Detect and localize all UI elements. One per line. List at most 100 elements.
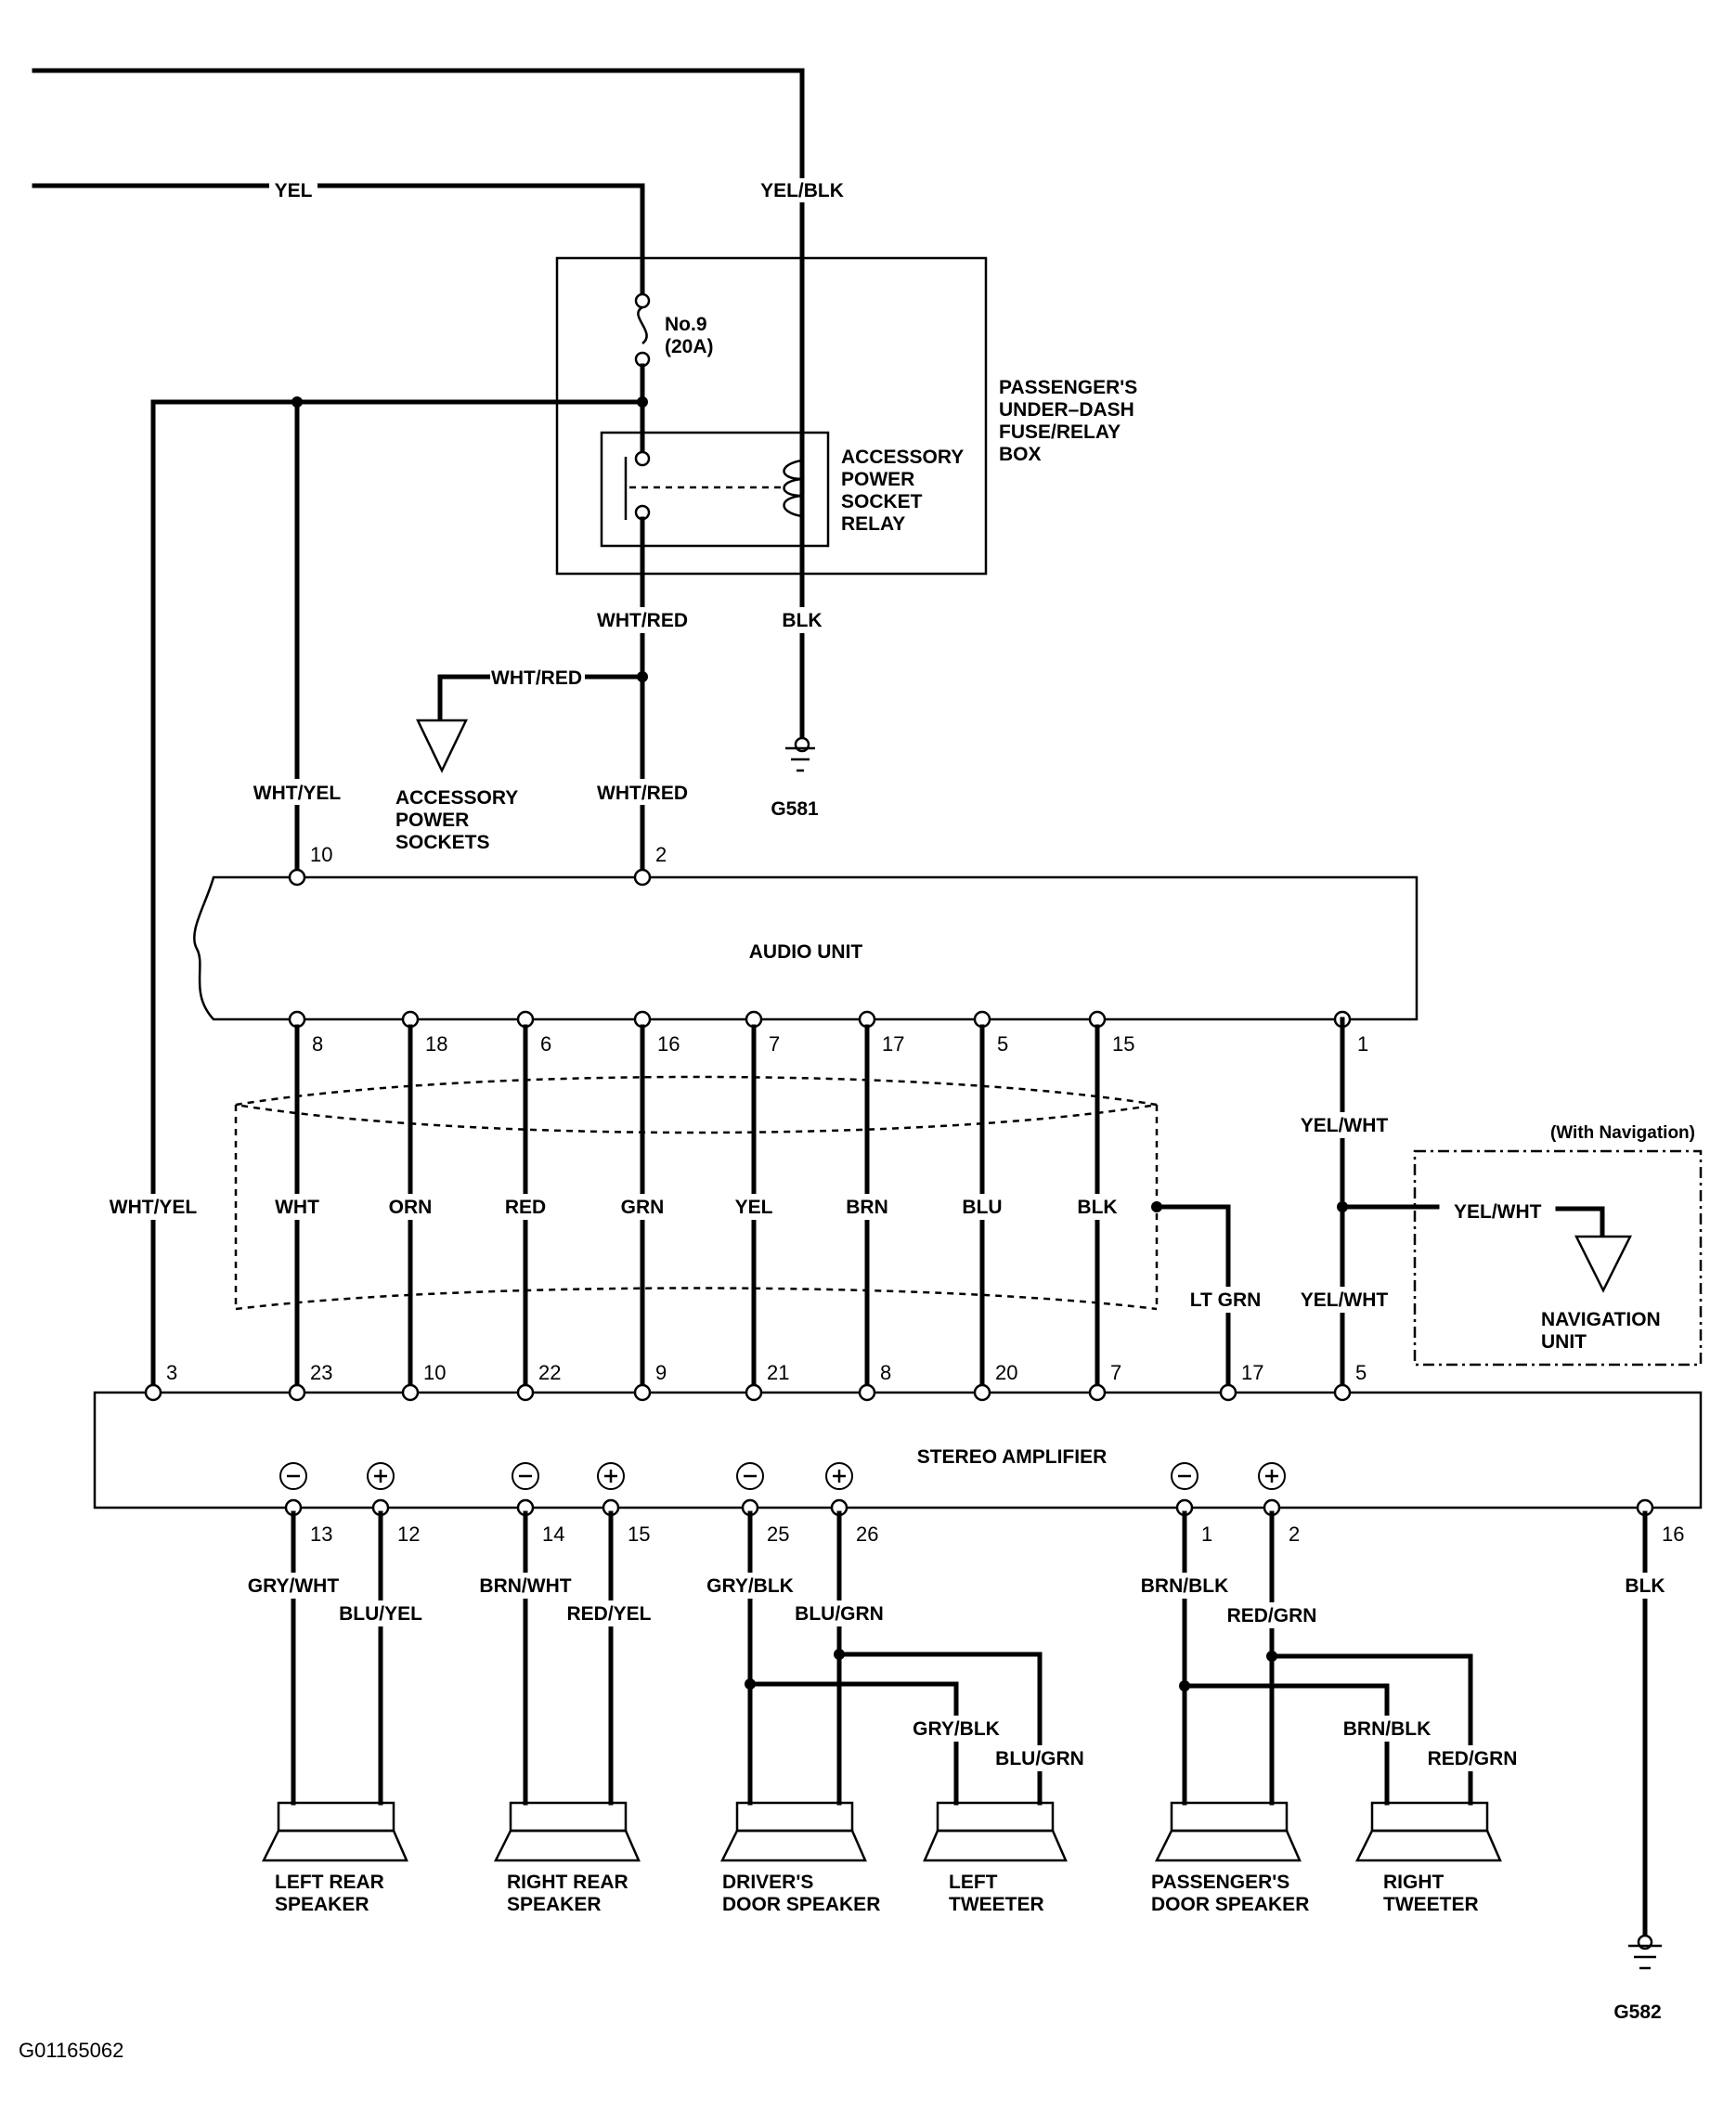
audio-pin-2-label: 2 xyxy=(655,843,667,866)
left-rear-pos-wire-label: BLU/YEL xyxy=(339,1603,422,1625)
driver-door-neg-wire-label: GRY/BLK xyxy=(706,1575,794,1597)
audio-output-pin-label: 15 xyxy=(1112,1032,1134,1056)
amp-input-pin-label: 23 xyxy=(310,1361,332,1384)
relay-ground-wire-label: BLK xyxy=(782,610,822,631)
ground-g581-label: G581 xyxy=(771,798,819,820)
ground-g581-icon xyxy=(785,736,815,772)
driver-door-speaker-icon xyxy=(719,1801,867,1862)
signal-wire-label: BLK xyxy=(1077,1197,1117,1218)
audio-unit-title: AUDIO UNIT xyxy=(749,941,863,963)
signal-wire-label: ORN xyxy=(389,1197,433,1218)
signal-wire-label-bg xyxy=(839,1194,895,1220)
relay-label-4: RELAY xyxy=(841,513,905,535)
audio-in-wht-yel-label: WHT/YEL xyxy=(253,783,342,804)
signal-wire-label: YEL xyxy=(735,1197,773,1218)
right-tweeter-icon xyxy=(1354,1801,1502,1862)
amp-output-pin-label: 16 xyxy=(1662,1522,1684,1546)
audio-output-pin-label: 1 xyxy=(1357,1032,1368,1056)
audio-pin-2-terminal xyxy=(633,868,652,887)
fuse-box-label-1: PASSENGER'S xyxy=(999,377,1137,398)
signal-wire-label-bg xyxy=(498,1194,553,1220)
amp-output-pin-label: 12 xyxy=(397,1522,420,1546)
left-rear-speaker-label-2: SPEAKER xyxy=(275,1894,369,1915)
shield-bottom-curve xyxy=(235,1287,1158,1311)
navigation-wire-label: YEL/WHT xyxy=(1454,1201,1542,1223)
left-rear-speaker-label-1: LEFT REAR xyxy=(275,1872,384,1893)
amp-input-pin-terminal xyxy=(288,1383,306,1402)
amp-input-pin-terminal xyxy=(401,1383,420,1402)
accessory-sockets-icon xyxy=(416,719,468,773)
signal-wire-label: BRN xyxy=(846,1197,888,1218)
passenger-door-pos-wire-label: RED/GRN xyxy=(1227,1605,1317,1626)
amp-input-pin-label: 22 xyxy=(538,1361,561,1384)
top-feed-wires xyxy=(32,68,805,543)
amp-input-pin-terminal xyxy=(516,1383,535,1402)
passenger-door-neg-wire-label: BRN/BLK xyxy=(1141,1575,1229,1597)
driver-door-pos-wire-label: BLU/GRN xyxy=(795,1603,884,1625)
audio-pin-10-label: 10 xyxy=(310,843,332,866)
nav-wire-lower-label: YEL/WHT xyxy=(1301,1289,1389,1311)
amp-output-pin-label: 13 xyxy=(310,1522,332,1546)
shield-drain-label: LT GRN xyxy=(1190,1289,1262,1311)
signal-wire-label-bg xyxy=(269,1194,325,1220)
audio-output-pin-label: 6 xyxy=(540,1032,551,1056)
left-tweeter-label-1: LEFT xyxy=(949,1872,998,1893)
amp-output-pin-label: 26 xyxy=(856,1522,878,1546)
audio-output-pin-label: 8 xyxy=(312,1032,323,1056)
amp-output-pin-label: 1 xyxy=(1201,1522,1212,1546)
amp-output-pin-label: 2 xyxy=(1289,1522,1300,1546)
shield-top-ellipse xyxy=(235,1075,1158,1134)
amp-input-pin-label: 3 xyxy=(166,1361,177,1384)
signal-wire-label-bg xyxy=(954,1194,1010,1220)
ground-g582-label: G582 xyxy=(1613,2002,1661,2023)
amp-input-pin-terminal xyxy=(1088,1383,1107,1402)
right-rear-neg-wire-label: BRN/WHT xyxy=(479,1575,571,1597)
signal-wire-label-bg xyxy=(382,1194,438,1220)
amp-ground-wire-label: BLK xyxy=(1625,1575,1665,1597)
shield-sides xyxy=(234,1105,1159,1309)
navigation-label-2: UNIT xyxy=(1541,1331,1587,1353)
amp-input-pin-terminal xyxy=(1219,1383,1237,1402)
socket-branch-wire-label: WHT/RED xyxy=(491,667,582,689)
left-tweeter-icon xyxy=(923,1801,1068,1862)
audio-output-pin-label: 17 xyxy=(882,1032,904,1056)
signal-wire-label: RED xyxy=(505,1197,546,1218)
audio-output-pin-label: 7 xyxy=(769,1032,780,1056)
audio-unit-box xyxy=(193,875,1419,1021)
driver-door-speaker-label-2: DOOR SPEAKER xyxy=(722,1894,880,1915)
fuse-relay-box xyxy=(555,256,988,576)
navigation-connector-icon xyxy=(1574,1235,1633,1293)
relay-label-2: POWER xyxy=(841,469,914,490)
amp-input-pin-terminal xyxy=(633,1383,652,1402)
navigation-label-1: NAVIGATION xyxy=(1541,1309,1661,1330)
left-tweeter-label-2: TWEETER xyxy=(949,1894,1044,1915)
right-rear-speaker-label-2: SPEAKER xyxy=(507,1894,602,1915)
amp-input-pin-label: 8 xyxy=(880,1361,891,1384)
audio-in-wht-red-label: WHT/RED xyxy=(597,783,688,804)
signal-wire-label: GRN xyxy=(621,1197,665,1218)
audio-output-pin-label: 5 xyxy=(997,1032,1008,1056)
right-rear-pos-wire-label: RED/YEL xyxy=(566,1603,651,1625)
right-tweeter-pos-wire-label: RED/GRN xyxy=(1428,1748,1518,1769)
stereo-amplifier-title: STEREO AMPLIFIER xyxy=(917,1446,1108,1468)
relay-label-3: SOCKET xyxy=(841,491,923,512)
fuse-box-label-3: FUSE/RELAY xyxy=(999,421,1121,443)
stereo-amplifier-box xyxy=(93,1391,1703,1510)
audio-output-pin-label: 18 xyxy=(425,1032,447,1056)
nav-wire-upper-label: YEL/WHT xyxy=(1301,1115,1389,1136)
amp-output-pin-label: 14 xyxy=(542,1522,564,1546)
amp-input-pin-terminal xyxy=(858,1383,876,1402)
driver-door-speaker-label-1: DRIVER'S xyxy=(722,1872,813,1893)
right-rear-speaker-label-1: RIGHT REAR xyxy=(507,1872,628,1893)
speaker-polarity-marks xyxy=(279,1462,1286,1490)
amp-output-pin-label: 25 xyxy=(767,1522,789,1546)
fuse-name: No.9 xyxy=(665,314,707,335)
figure-code: G01165062 xyxy=(19,2039,123,2062)
amp-input-pin-terminal xyxy=(144,1383,162,1402)
relay-box xyxy=(600,431,830,548)
yel-wire-label: YEL xyxy=(275,180,313,201)
amp-input-pin-label: 21 xyxy=(767,1361,789,1384)
accessory-sockets-label-2: POWER xyxy=(395,810,469,831)
